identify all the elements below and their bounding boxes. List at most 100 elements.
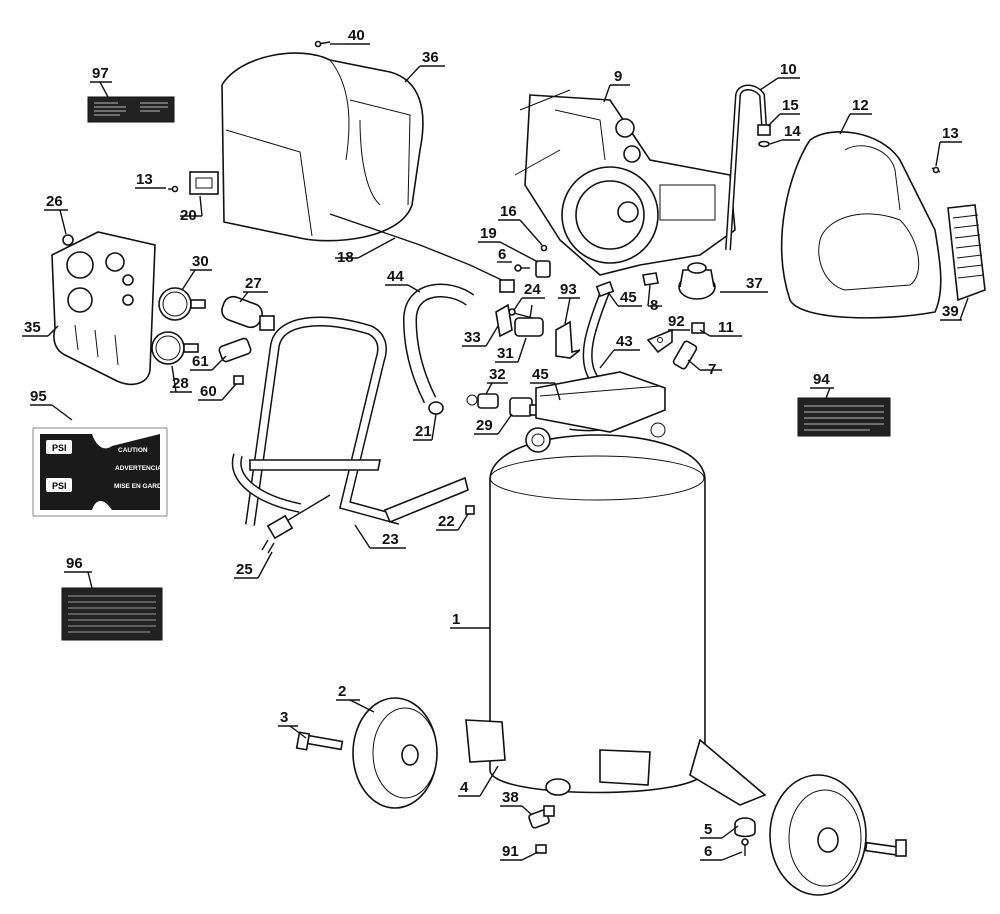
- callout-7: 7: [708, 361, 716, 378]
- callout-94: 94: [813, 371, 830, 388]
- screw-13b: [931, 166, 941, 174]
- switch-20: [189, 171, 219, 195]
- callout-14: 14: [784, 123, 801, 140]
- label-95-advertencia: ADVERTENCIA: [115, 465, 162, 472]
- shroud-36: [221, 52, 424, 242]
- part-19: [535, 260, 551, 278]
- regulator-27: [221, 295, 275, 331]
- callout-92: 92: [668, 313, 685, 330]
- callout-43: 43: [616, 333, 633, 350]
- callout-37: 37: [746, 275, 763, 292]
- callout-29: 29: [476, 417, 493, 434]
- label-95: PSI PSI CAUTION ADVERTENCIA MISE EN GARD…: [32, 427, 168, 517]
- bracket-93: [555, 320, 581, 359]
- part-8: [642, 272, 659, 286]
- callout-33: 33: [464, 329, 481, 346]
- callout-22: 22: [438, 513, 455, 530]
- pressure-switch-31: [514, 304, 544, 337]
- callout-19: 19: [480, 225, 497, 242]
- part-16: [540, 244, 548, 252]
- screw-13a: [168, 185, 179, 193]
- callout-10: 10: [780, 61, 797, 78]
- callout-3: 3: [280, 709, 288, 726]
- callout-39: 39: [942, 303, 959, 320]
- gauge-28: [151, 331, 199, 365]
- callout-45-top: 45: [620, 289, 637, 306]
- callout-38: 38: [502, 789, 519, 806]
- gauge-30: [158, 287, 206, 321]
- nut-26: [62, 234, 74, 246]
- pump-motor-9: [514, 89, 736, 276]
- callout-44: 44: [387, 268, 404, 285]
- callout-93: 93: [560, 281, 577, 298]
- foot-5: [734, 817, 756, 838]
- callout-45-mid: 45: [532, 366, 549, 383]
- fitting-22: [465, 505, 475, 515]
- wheel-right: [769, 774, 867, 896]
- label-95-psi-bottom: PSI: [52, 481, 67, 491]
- callout-4: 4: [460, 779, 469, 796]
- label-96: [61, 587, 163, 641]
- callout-60: 60: [200, 383, 217, 400]
- hose-44: [402, 283, 475, 404]
- callout-24: 24: [524, 281, 541, 298]
- callout-numbers: 40 36 97 9 10 15 14 12 13 13 20 26 16 19…: [24, 27, 959, 860]
- screw-40: [314, 40, 331, 48]
- filter-37: [678, 262, 716, 300]
- callout-12: 12: [852, 97, 869, 114]
- callout-26: 26: [46, 193, 63, 210]
- screw-6a: [514, 264, 530, 272]
- cord-18: [329, 213, 515, 293]
- tube-10: [725, 84, 767, 251]
- callout-15: 15: [782, 97, 799, 114]
- label-95-mise-en-garde: MISE EN GARDE: [114, 483, 167, 490]
- callout-16: 16: [500, 203, 517, 220]
- tank-saddle: [535, 371, 666, 433]
- nut-45a: [595, 280, 615, 298]
- leader-lines: [22, 43, 969, 861]
- callout-6-bottom: 6: [704, 843, 712, 860]
- callout-9: 9: [614, 68, 622, 85]
- tank-1: [489, 422, 706, 794]
- callout-27: 27: [245, 275, 262, 292]
- callout-30: 30: [192, 253, 209, 270]
- axle-bolt-right: [864, 839, 907, 857]
- callout-13-right: 13: [942, 125, 959, 142]
- callout-6-top: 6: [498, 246, 506, 263]
- panel-35: [51, 231, 156, 386]
- tank-base: [465, 719, 767, 806]
- callout-36: 36: [422, 49, 439, 66]
- plug-25: [261, 494, 331, 554]
- callout-96: 96: [66, 555, 83, 572]
- fitting-91: [535, 844, 547, 854]
- handle-23: [231, 316, 469, 526]
- fitting-60: [233, 375, 244, 385]
- callout-25: 25: [236, 561, 253, 578]
- callout-23: 23: [382, 531, 399, 548]
- fitting-11: [691, 322, 705, 334]
- callout-35: 35: [24, 319, 41, 336]
- callout-31: 31: [497, 345, 514, 362]
- decal-97: [87, 96, 175, 123]
- bracket-33: [495, 303, 513, 338]
- oring-14: [758, 140, 770, 148]
- bracket-92: [646, 328, 673, 354]
- callout-91: 91: [502, 843, 519, 860]
- label-95-caution: CAUTION: [118, 447, 148, 454]
- cover-12: [780, 131, 942, 319]
- screw-6b: [741, 838, 749, 856]
- callout-21: 21: [415, 423, 432, 440]
- callout-28: 28: [172, 375, 189, 392]
- callout-97: 97: [92, 65, 109, 82]
- wheel-2: [352, 697, 438, 809]
- decal-94: [797, 397, 891, 437]
- valve-32: [466, 393, 499, 409]
- callout-95: 95: [30, 388, 47, 405]
- callout-32: 32: [489, 366, 506, 383]
- callout-1: 1: [452, 611, 460, 628]
- coupler-61: [218, 337, 252, 363]
- label-95-psi-top: PSI: [52, 443, 67, 453]
- drain-valve-38: [528, 805, 555, 829]
- callout-18: 18: [337, 249, 354, 266]
